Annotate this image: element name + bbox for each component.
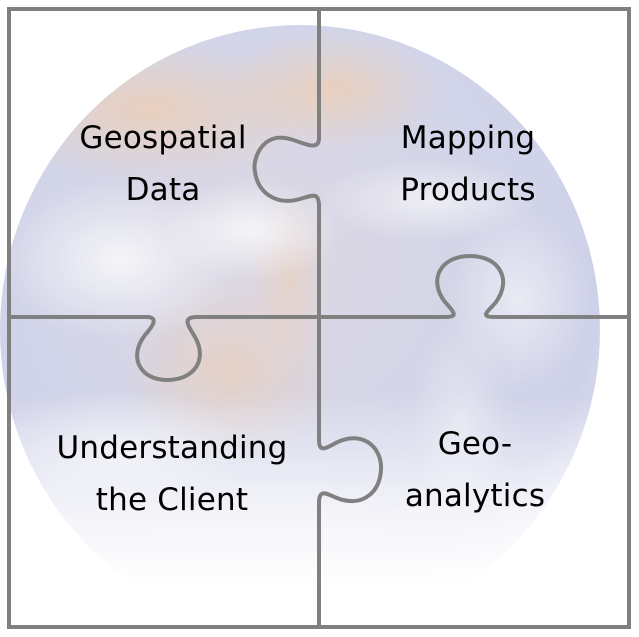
divider-bottom-vertical (317, 317, 384, 627)
divider-left-horizontal (9, 315, 319, 382)
label-line: Data (125, 172, 201, 208)
piece-label-geo-analytics: Geo- analytics (405, 418, 545, 522)
label-line: Understanding (56, 430, 288, 466)
divider-top-vertical (252, 9, 321, 317)
label-line: Mapping (400, 120, 536, 156)
label-line: analytics (404, 478, 546, 514)
label-line: Geo- (437, 426, 513, 462)
label-line: Geospatial (79, 120, 247, 156)
label-line: the Client (95, 482, 249, 518)
piece-label-understanding-the-client: Understanding the Client (57, 422, 288, 526)
label-line: Products (400, 172, 536, 208)
piece-label-mapping-products: Mapping Products (400, 112, 535, 216)
divider-right-horizontal (319, 254, 629, 319)
piece-label-geospatial-data: Geospatial Data (79, 112, 246, 216)
